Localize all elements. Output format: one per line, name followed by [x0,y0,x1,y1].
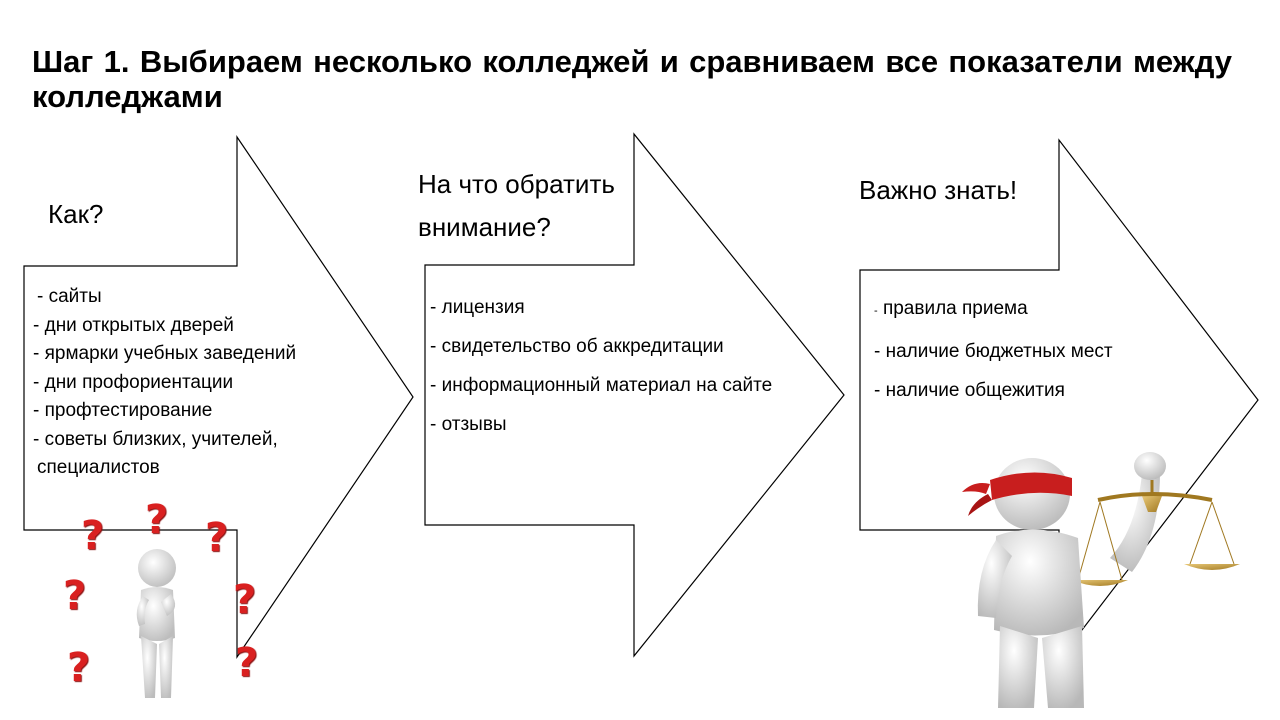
list-item: - советы близких, учителей, [33,428,278,450]
question-mark-icon: ? [205,515,229,561]
arrow-shape-how [23,135,414,659]
list-item: - дни профориентации [33,371,234,393]
list-item: - наличие бюджетных мест [874,340,1113,362]
question-mark-icon: ? [67,645,91,691]
heading-line: Важно знать! [859,175,1018,205]
slide-title: Шаг 1. Выбираем несколько колледжей и ср… [32,44,1232,114]
question-mark-icon: ? [63,573,87,619]
question-mark-icon: ? [233,577,257,623]
thinking-person-icon [136,549,176,698]
arrow-list-how: - сайты - дни открытых дверей - ярмарки … [33,283,296,483]
heading-line: Как? [48,199,104,229]
arrow-list-attention: - лицензия - свидетельство об аккредитац… [430,288,772,444]
arrow-heading-attention: На что обратить внимание? [418,165,615,246]
question-mark-icon: ? [145,497,169,543]
arrow-shape-attention [424,132,845,658]
list-item: - ярмарки учебных заведений [33,343,297,364]
arrow-list-important: - правила приема - наличие бюджетных мес… [874,289,1113,411]
list-item: - наличие общежития [874,380,1065,401]
blindfolded-justice-figure-illustration [960,440,1260,708]
list-item-dash: - [874,305,878,317]
list-item: специалистов [37,457,160,478]
heading-line: На что обратить [418,169,615,199]
list-item: - правила приема [874,289,1113,332]
thinking-figure-illustration: ? ? ? ? ? ? ? [55,498,275,708]
arrow-shape-important [859,138,1259,662]
question-mark-icon: ? [81,513,105,559]
list-item: - сайты [37,286,102,307]
list-item: - свидетельство об аккредитации [430,336,724,357]
question-mark-icon: ? [235,640,259,686]
list-item: - отзывы [430,414,507,435]
heading-line: внимание? [418,212,551,242]
list-item: - информационный материал на сайте [430,375,773,396]
arrow-heading-how: Как? [48,195,103,233]
arrow-heading-important: Важно знать! [859,171,1017,209]
list-item: - профтестирование [33,400,213,421]
list-item: - дни открытых дверей [33,314,234,336]
justice-figure-icon [962,452,1240,708]
list-item: - лицензия [430,297,525,318]
list-item-text: правила приема [882,298,1028,319]
